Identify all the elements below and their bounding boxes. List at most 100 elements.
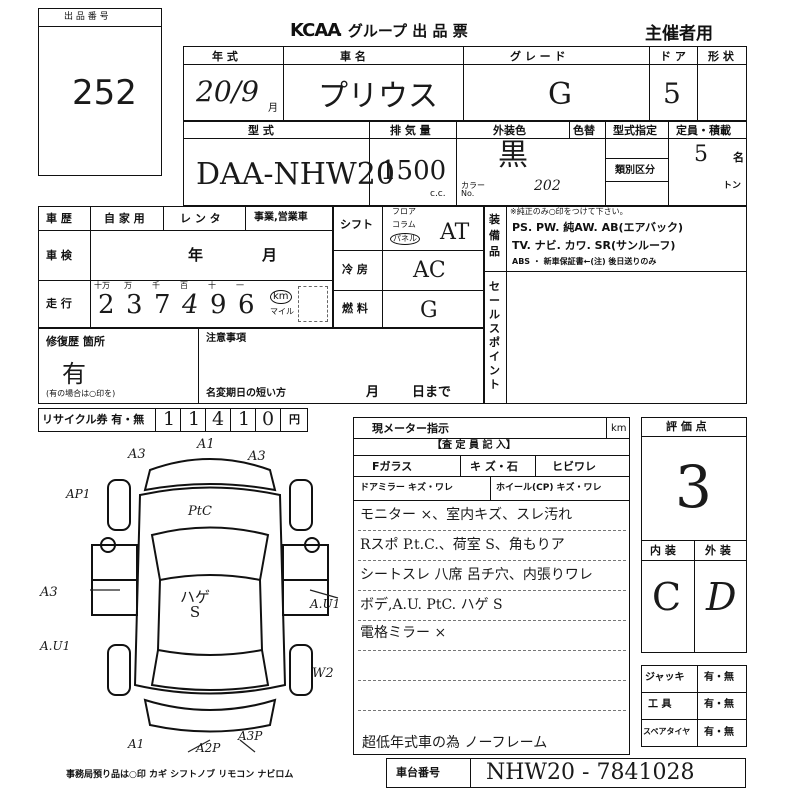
- shift-panel: パネル: [390, 233, 420, 245]
- recycle-yen: 円: [289, 413, 300, 426]
- mileage-label: 走 行: [46, 297, 72, 310]
- capacity-label: 定員・積載: [676, 124, 731, 137]
- host-use-label: 主催者用: [645, 24, 713, 44]
- shape-label: 形 状: [708, 50, 734, 63]
- capacity-unit: 名: [733, 151, 744, 164]
- inspection-footer: 超低年式車の為 ノーフレーム: [362, 735, 548, 751]
- name-change-day: 日まで: [412, 385, 452, 400]
- meter-km: km: [611, 423, 627, 434]
- diagram-label: A.U1: [310, 597, 341, 611]
- car-name-label: 車 名: [340, 50, 366, 63]
- spare-label: スペアタイヤ: [643, 727, 691, 736]
- type-approval-label: 型式指定: [613, 124, 657, 137]
- repair-value: 有: [62, 360, 86, 388]
- jack-option: 有・無: [704, 672, 734, 683]
- interior-label: 内 装: [650, 544, 676, 557]
- equipment-line1: PS. PW. 純AW. AB(エアバック): [512, 221, 684, 234]
- tools-label: 工 具: [648, 699, 672, 710]
- fuel-value: G: [420, 298, 438, 323]
- recycle-digit: 1: [163, 408, 176, 430]
- diagram-label: A1: [197, 437, 215, 452]
- shaken-label: 車 検: [46, 249, 72, 262]
- car-name-value: プリウス: [318, 79, 438, 114]
- repair-note: (有の場合は○印を): [46, 389, 116, 398]
- mileage-km: km: [270, 290, 292, 304]
- diagram-label: A3: [40, 585, 58, 600]
- model-label: 型 式: [248, 124, 274, 137]
- fuel-label: 燃 料: [342, 302, 368, 315]
- jack-label: ジャッキ: [645, 672, 685, 683]
- mileage-mile: マイル: [270, 307, 294, 316]
- diagram-label: A2P: [196, 741, 221, 755]
- inspection-panel: [353, 417, 630, 755]
- ton-unit: トン: [723, 181, 742, 191]
- notes-label: 注意事項: [206, 333, 246, 344]
- equipment-side-label: 装 備 品: [489, 213, 500, 258]
- color-label: 外装色: [493, 124, 526, 137]
- inspection-comment: ボデ,A.U. PtC. ハゲ S: [360, 597, 503, 613]
- recycle-label: リサイクル券 有・無: [42, 413, 145, 426]
- interior-score: C: [652, 575, 682, 619]
- color-change-label: 色替: [573, 124, 595, 137]
- recycle-digit: 1: [188, 408, 201, 430]
- shaken-month: 月: [262, 246, 278, 264]
- tools-panel: [641, 665, 747, 747]
- name-change-month: 月: [366, 385, 380, 400]
- mirror-label: ドアミラー キズ・ワレ: [360, 483, 453, 493]
- category-label: 類別区分: [615, 165, 655, 176]
- color-no-label: カラー No.: [461, 181, 485, 198]
- doors-label: ド ア: [660, 50, 686, 63]
- recycle-digit: 4: [212, 408, 225, 430]
- history-rental: レ ン タ: [180, 212, 221, 225]
- spare-option: 有・無: [704, 727, 734, 738]
- inspection-comment: 電格ミラー ×: [360, 625, 447, 641]
- lot-number-box: [38, 8, 162, 176]
- meter-label: 現メーター指示: [372, 422, 449, 435]
- diagram-label: A3: [248, 449, 266, 464]
- diagram-label: A3: [128, 447, 146, 462]
- model-value: DAA-NHW20: [196, 157, 395, 192]
- car-diagram-icon: [90, 458, 339, 753]
- grade-label: グ レ ー ド: [510, 50, 566, 63]
- aircon-value: AC: [413, 258, 446, 283]
- specs-grid: [333, 206, 484, 328]
- overall-score: 3: [675, 453, 712, 521]
- equipment-grid: [484, 206, 747, 404]
- exterior-score: D: [706, 575, 737, 619]
- shift-value: AT: [440, 220, 470, 245]
- inspector-header: 【査 定 員 記 入】: [432, 440, 516, 451]
- exterior-label: 外 装: [705, 544, 731, 557]
- shift-floor: フロア: [392, 207, 416, 216]
- sales-point-label: セールスポイント: [489, 280, 500, 391]
- history-grid: [38, 206, 333, 328]
- history-label: 車 歴: [46, 212, 72, 225]
- score-label: 評 価 点: [666, 420, 707, 433]
- month-suffix: 月: [268, 103, 278, 114]
- color-value: 黒: [498, 138, 528, 173]
- equipment-line2: TV. ナビ. カワ. SR(サンルーフ): [512, 239, 676, 252]
- doors-value: 5: [663, 77, 681, 110]
- diagram-label: A3P: [238, 729, 263, 743]
- diagram-label: A1: [128, 737, 145, 751]
- cc-unit: c.c.: [430, 189, 446, 199]
- vehicle-info-grid: [183, 46, 747, 206]
- equipment-note: ※純正のみ○印をつけて下さい。: [510, 207, 628, 216]
- inspection-comment: モニター ×、室内キズ、スレ汚れ: [360, 507, 573, 523]
- diagram-label: ハゲ S: [180, 588, 211, 621]
- wheel-label: ホイール(CP) キズ・ワレ: [496, 483, 602, 493]
- history-private: 自 家 用: [104, 212, 145, 225]
- chassis-label: 車台番号: [396, 766, 440, 779]
- color-no-value: 202: [534, 178, 561, 194]
- brand-logo: KCAA: [290, 20, 341, 41]
- shift-column: コラム: [392, 220, 416, 229]
- year-value: 20/9: [196, 75, 259, 108]
- history-business: 事業,営業車: [254, 212, 308, 223]
- displacement-label: 排 気 量: [390, 124, 431, 137]
- tools-option: 有・無: [704, 699, 734, 710]
- repair-label: 修復歴 箇所: [46, 335, 105, 348]
- shift-label: シフト: [340, 218, 373, 231]
- glass-crack: ヒビワレ: [552, 460, 596, 473]
- capacity-value: 5: [694, 142, 708, 167]
- glass-label: Fガラス: [372, 460, 413, 473]
- diagram-label: PtC: [188, 504, 212, 519]
